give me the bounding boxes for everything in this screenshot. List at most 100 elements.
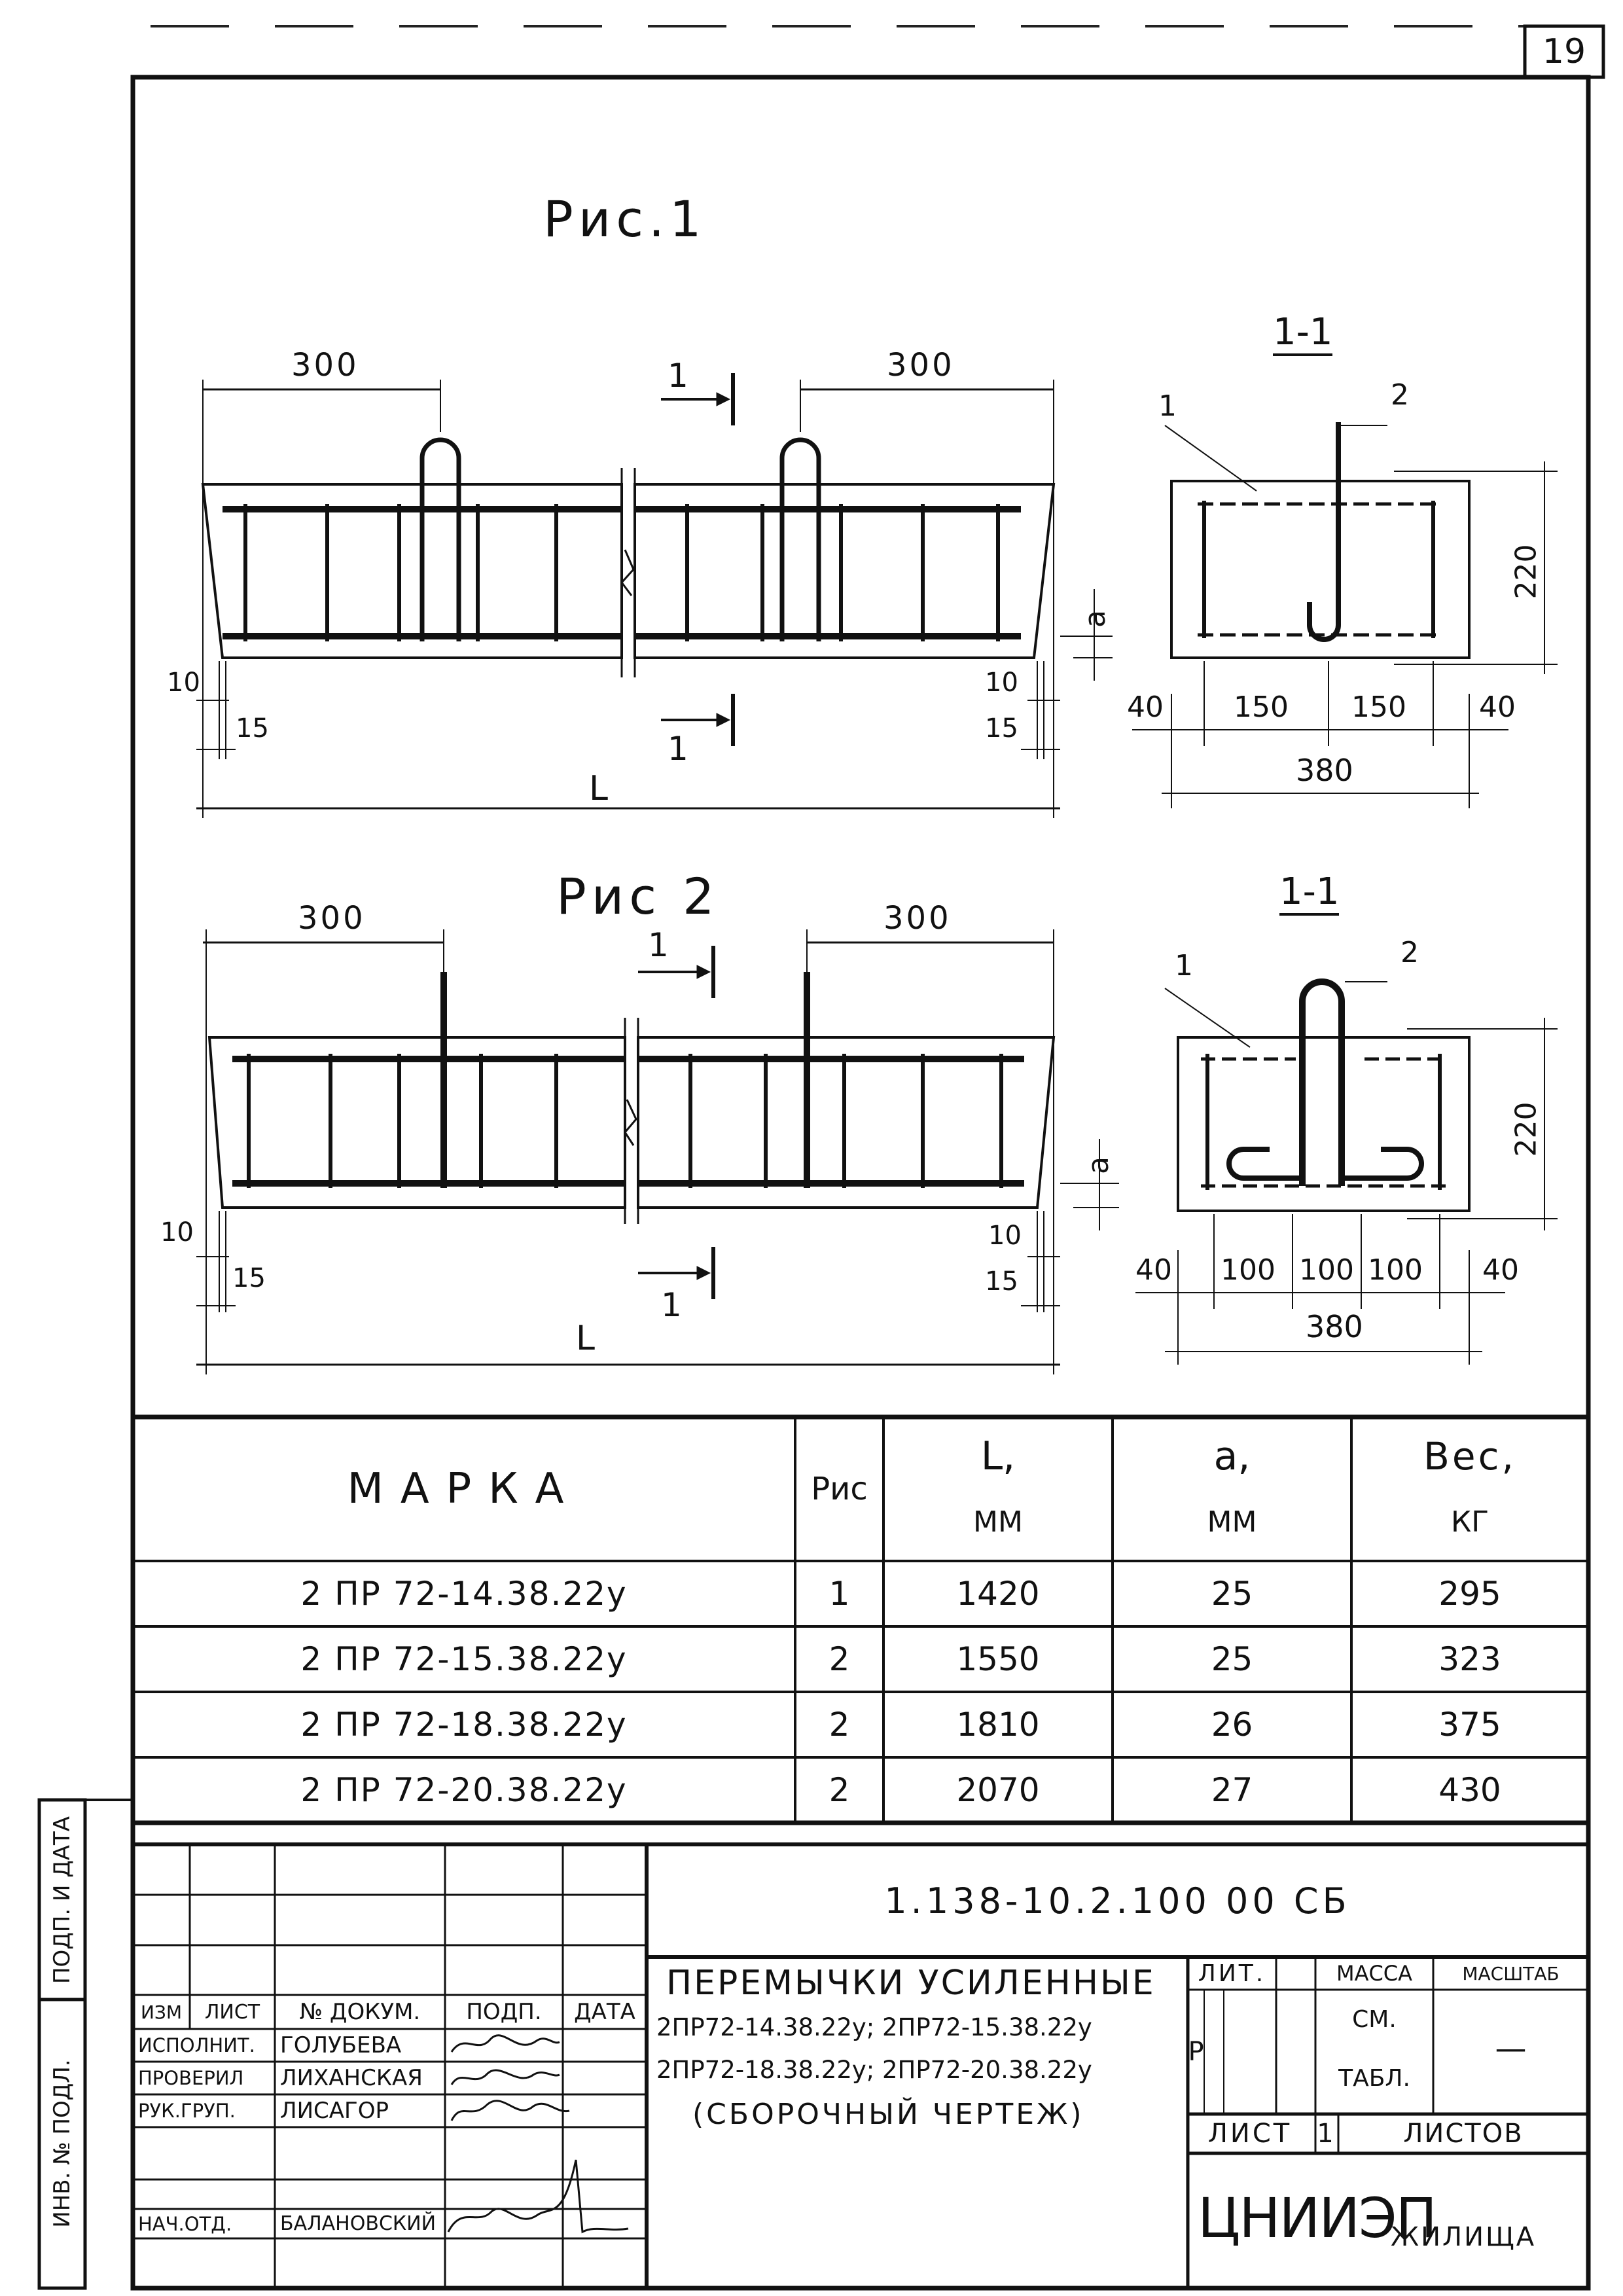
massa-value-2: ТАБЛ. <box>1338 2064 1410 2092</box>
sheet-number: 19 <box>1542 32 1586 71</box>
fig2-dim-300-right: 300 <box>883 900 952 937</box>
fig2-dim-300-left: 300 <box>298 900 366 937</box>
fig2-section-callout-1: 1 <box>1175 949 1193 982</box>
col-header-podp: ПОДП. <box>466 1999 542 2025</box>
fig1-dim-15-right: 15 <box>985 713 1018 744</box>
person-2-name: ЛИХАНСКАЯ <box>280 2065 423 2091</box>
table-row-3-marka: 2 ПР 72-18.38.22у <box>300 1706 628 1744</box>
table-row-2-l: 1550 <box>956 1640 1040 1678</box>
fig2-section-dim-3: 100 <box>1299 1253 1354 1287</box>
fig2-dim-10-left: 10 <box>160 1217 194 1247</box>
table-row-4-marka: 2 ПР 72-20.38.22у <box>300 1771 628 1809</box>
table-row-2-ves: 323 <box>1438 1640 1501 1678</box>
person-3-name: ЛИСАГОР <box>280 2098 389 2124</box>
table-header-a: a, <box>1213 1433 1251 1479</box>
table-header-ves: Вес, <box>1423 1434 1516 1479</box>
person-2-role: ПРОВЕРИЛ <box>138 2067 244 2089</box>
person-1-name: ГОЛУБЕВА <box>280 2032 402 2058</box>
side-stamp-podp-data: ПОДП. И ДАТА <box>49 1816 75 1984</box>
masshtab-value: — <box>1495 2030 1527 2067</box>
fig1-section-mark-bottom: 1 <box>668 730 688 768</box>
fig2-section-total-width: 380 <box>1306 1309 1363 1344</box>
col-header-data: ДАТА <box>574 1999 635 2025</box>
fig2-title: Рис 2 <box>556 867 720 925</box>
person-3-role: РУК.ГРУП. <box>138 2100 236 2122</box>
side-stamp-inv-podl: ИНВ. № ПОДЛ. <box>49 2059 75 2228</box>
fig2-section-dim-4: 100 <box>1368 1253 1423 1287</box>
table-row-4-ris: 2 <box>829 1771 850 1809</box>
person-4-role: НАЧ.ОТД. <box>138 2212 232 2235</box>
table-row-4-l: 2070 <box>956 1771 1040 1809</box>
org-sub: ЖИЛИЩА <box>1391 2222 1537 2252</box>
table-row-1-ves: 295 <box>1438 1575 1501 1613</box>
table-header-a-unit: ММ <box>1207 1505 1257 1539</box>
doc-title-line-1: ПЕРЕМЫЧКИ УСИЛЕННЫЕ <box>666 1964 1156 2003</box>
fig2-section-mark-top: 1 <box>648 926 669 964</box>
fig2-section-dim-5: 40 <box>1482 1253 1519 1287</box>
table-row-1-a: 25 <box>1211 1575 1253 1613</box>
fig1-title: Рис.1 <box>543 190 707 248</box>
fig2-section-title: 1-1 <box>1279 870 1340 916</box>
table-row-3-ris: 2 <box>829 1706 850 1744</box>
fig1-section-dim-4: 40 <box>1479 691 1516 724</box>
fig1-section-callout-2: 2 <box>1391 378 1409 412</box>
fig1-section-title: 1-1 <box>1273 311 1333 356</box>
table-row-4-ves: 430 <box>1438 1771 1501 1809</box>
table-header-l-unit: ММ <box>973 1505 1023 1539</box>
fig1-section-mark-top: 1 <box>668 357 688 395</box>
table-row-1-marka: 2 ПР 72-14.38.22у <box>300 1575 628 1613</box>
table-header-ris: Рис <box>811 1471 868 1507</box>
table-row-3-a: 26 <box>1211 1706 1253 1744</box>
doc-title-line-3: 2ПР72-18.38.22у; 2ПР72-20.38.22у <box>656 2056 1092 2084</box>
table-header-marka: МАРКА <box>347 1465 581 1513</box>
fig2-section-dim-1: 40 <box>1135 1253 1172 1287</box>
table-header-l: L, <box>980 1433 1016 1479</box>
table-row-2-marka: 2 ПР 72-15.38.22у <box>300 1640 628 1678</box>
fig1-dim-300-right: 300 <box>887 347 955 384</box>
fig1-dim-15-left: 15 <box>236 713 269 744</box>
table-row-1-l: 1420 <box>956 1575 1040 1613</box>
fig2-dim-10-right: 10 <box>988 1221 1022 1251</box>
fig1-section-dim-2: 150 <box>1234 691 1289 724</box>
table-row-1-ris: 1 <box>829 1575 850 1613</box>
fig1-length-label: L <box>589 769 608 808</box>
person-1-role: ИСПОЛНИТ. <box>138 2034 255 2056</box>
person-4-name: БАЛАНОВСКИЙ <box>280 2212 437 2235</box>
fig1-dim-10-right: 10 <box>985 668 1018 698</box>
col-header-dokum: № ДОКУМ. <box>299 1999 421 2025</box>
lit-value: Р <box>1188 2037 1204 2067</box>
table-row-3-l: 1810 <box>956 1706 1040 1744</box>
fig1-section-callout-1: 1 <box>1158 389 1177 423</box>
org-main: ЦНИИЭП <box>1198 2186 1437 2250</box>
massa-label: МАССА <box>1336 1961 1413 1986</box>
table-row-4-a: 27 <box>1211 1771 1253 1809</box>
listov-label: ЛИСТОВ <box>1403 2119 1524 2149</box>
table-row-2-a: 25 <box>1211 1640 1253 1678</box>
masshtab-label: МАСШТАБ <box>1462 1962 1560 1984</box>
table-header-ves-unit: КГ <box>1450 1505 1489 1539</box>
col-header-izm: ИЗМ <box>140 2001 183 2023</box>
fig2-section-dim-2: 100 <box>1221 1253 1275 1287</box>
table-row-3-ves: 375 <box>1438 1706 1501 1744</box>
table-row-2-ris: 2 <box>829 1640 850 1678</box>
fig1-section-dim-3: 150 <box>1351 691 1406 724</box>
doc-title-line-4: (СБОРОЧНЫЙ ЧЕРТЕЖ) <box>692 2097 1084 2131</box>
doc-code: 1.138-10.2.100 00 СБ <box>884 1880 1351 1922</box>
list-label: ЛИСТ <box>1207 2119 1293 2149</box>
fig1-section-total-width: 380 <box>1296 753 1353 788</box>
col-header-list: ЛИСТ <box>204 2000 260 2024</box>
fig1-dim-300-left: 300 <box>291 347 359 384</box>
fig1-section-dim-1: 40 <box>1127 691 1164 724</box>
fig2-dim-15-right: 15 <box>985 1266 1018 1297</box>
fig2-section-mark-bottom: 1 <box>661 1286 682 1324</box>
fig2-dim-15-left: 15 <box>232 1263 266 1293</box>
massa-value-1: СМ. <box>1352 2005 1397 2033</box>
